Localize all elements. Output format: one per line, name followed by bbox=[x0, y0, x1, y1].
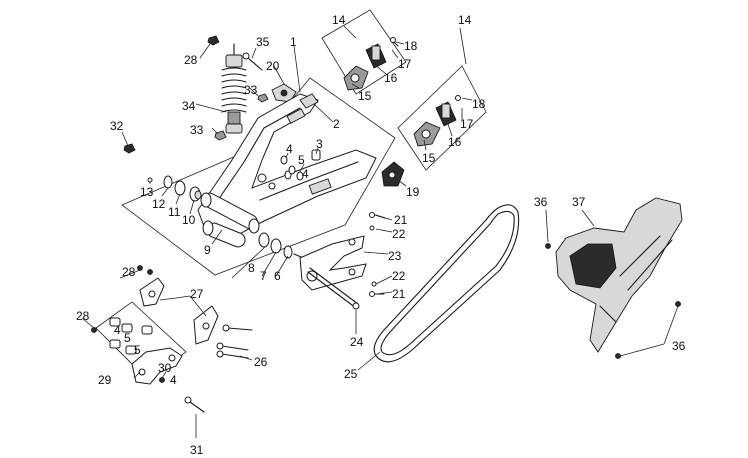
callout-31: 31 bbox=[190, 443, 204, 457]
adjuster-group-box-2 bbox=[397, 65, 487, 171]
callout-21: 21 bbox=[392, 287, 406, 301]
callout-33: 33 bbox=[190, 123, 204, 137]
callout-28: 28 bbox=[76, 309, 90, 323]
nut-33-upper bbox=[257, 93, 269, 103]
callout-1: 1 bbox=[290, 35, 297, 49]
callout-4: 4 bbox=[302, 167, 309, 181]
arm-bushings bbox=[280, 149, 321, 181]
callout-36: 36 bbox=[534, 195, 548, 209]
callout-4: 4 bbox=[170, 373, 177, 387]
callout-30: 30 bbox=[158, 361, 172, 375]
bracket-bolts bbox=[369, 212, 386, 297]
callout-6: 6 bbox=[274, 269, 281, 283]
callout-36: 36 bbox=[672, 339, 686, 353]
mudguard-screws bbox=[545, 243, 681, 359]
callout-4: 4 bbox=[114, 323, 121, 337]
callout-5: 5 bbox=[298, 153, 305, 167]
callout-10: 10 bbox=[182, 213, 196, 227]
shock-bracket bbox=[271, 83, 297, 103]
pivot-washers-right bbox=[258, 232, 323, 267]
callout-16: 16 bbox=[448, 135, 462, 149]
caliper-bracket bbox=[299, 235, 367, 291]
callout-25: 25 bbox=[344, 367, 358, 381]
linkage-group-box bbox=[95, 301, 187, 381]
callout-7: 7 bbox=[260, 269, 267, 283]
callout-9: 9 bbox=[204, 243, 211, 257]
callout-23: 23 bbox=[388, 249, 402, 263]
callout-3: 3 bbox=[316, 137, 323, 151]
callout-27: 27 bbox=[190, 287, 204, 301]
rear-axle bbox=[307, 267, 360, 310]
shock-top-bolt bbox=[242, 52, 263, 71]
callout-16: 16 bbox=[384, 71, 398, 85]
linkage-bushings bbox=[91, 317, 153, 355]
callout-15: 15 bbox=[358, 89, 372, 103]
callout-5: 5 bbox=[124, 331, 131, 345]
chain-adjuster-upper bbox=[343, 37, 399, 91]
callout-37: 37 bbox=[572, 195, 586, 209]
linkage-arm bbox=[131, 347, 183, 385]
callout-5: 5 bbox=[134, 343, 141, 357]
callout-35: 35 bbox=[256, 35, 270, 49]
rear-mudguard bbox=[555, 197, 683, 353]
callout-13: 13 bbox=[140, 185, 154, 199]
callout-17: 17 bbox=[398, 57, 412, 71]
drive-chain bbox=[373, 204, 520, 363]
callout-28: 28 bbox=[122, 265, 136, 279]
nut-32 bbox=[123, 143, 136, 154]
callout-2: 2 bbox=[333, 117, 340, 131]
nut-28-top bbox=[207, 35, 220, 46]
pivot-sleeve bbox=[202, 220, 246, 248]
callout-labels: 1 2 3 4 5 4 6 7 8 9 10 11 12 13 14 14 15… bbox=[76, 13, 686, 457]
linkage-bolts bbox=[216, 324, 253, 359]
callout-33: 33 bbox=[244, 83, 258, 97]
callout-14: 14 bbox=[458, 13, 472, 27]
callout-19: 19 bbox=[406, 185, 420, 199]
callout-24: 24 bbox=[350, 335, 364, 349]
callout-8: 8 bbox=[248, 261, 255, 275]
adjuster-group-box-1 bbox=[321, 9, 407, 95]
callout-14: 14 bbox=[332, 13, 346, 27]
swingarm-slider bbox=[299, 93, 319, 109]
callout-11: 11 bbox=[168, 205, 181, 219]
callout-20: 20 bbox=[266, 59, 280, 73]
callout-12: 12 bbox=[152, 197, 166, 211]
callout-34: 34 bbox=[182, 99, 196, 113]
swingarm bbox=[197, 93, 377, 239]
callout-26: 26 bbox=[254, 355, 268, 369]
linkage-brackets bbox=[137, 265, 219, 345]
shock-absorber bbox=[221, 43, 247, 134]
callout-15: 15 bbox=[422, 151, 436, 165]
callout-28: 28 bbox=[184, 53, 198, 67]
chain-adjuster-lower bbox=[413, 95, 461, 147]
callout-22: 22 bbox=[392, 227, 406, 241]
linkage-long-bolt bbox=[184, 396, 205, 413]
callout-22: 22 bbox=[392, 269, 406, 283]
leader-lines bbox=[81, 25, 679, 438]
callout-32: 32 bbox=[110, 119, 124, 133]
callout-18: 18 bbox=[472, 97, 486, 111]
callout-21: 21 bbox=[394, 213, 408, 227]
callout-17: 17 bbox=[460, 117, 474, 131]
callout-29: 29 bbox=[98, 373, 112, 387]
callout-4: 4 bbox=[286, 142, 293, 156]
callout-18: 18 bbox=[404, 39, 418, 53]
